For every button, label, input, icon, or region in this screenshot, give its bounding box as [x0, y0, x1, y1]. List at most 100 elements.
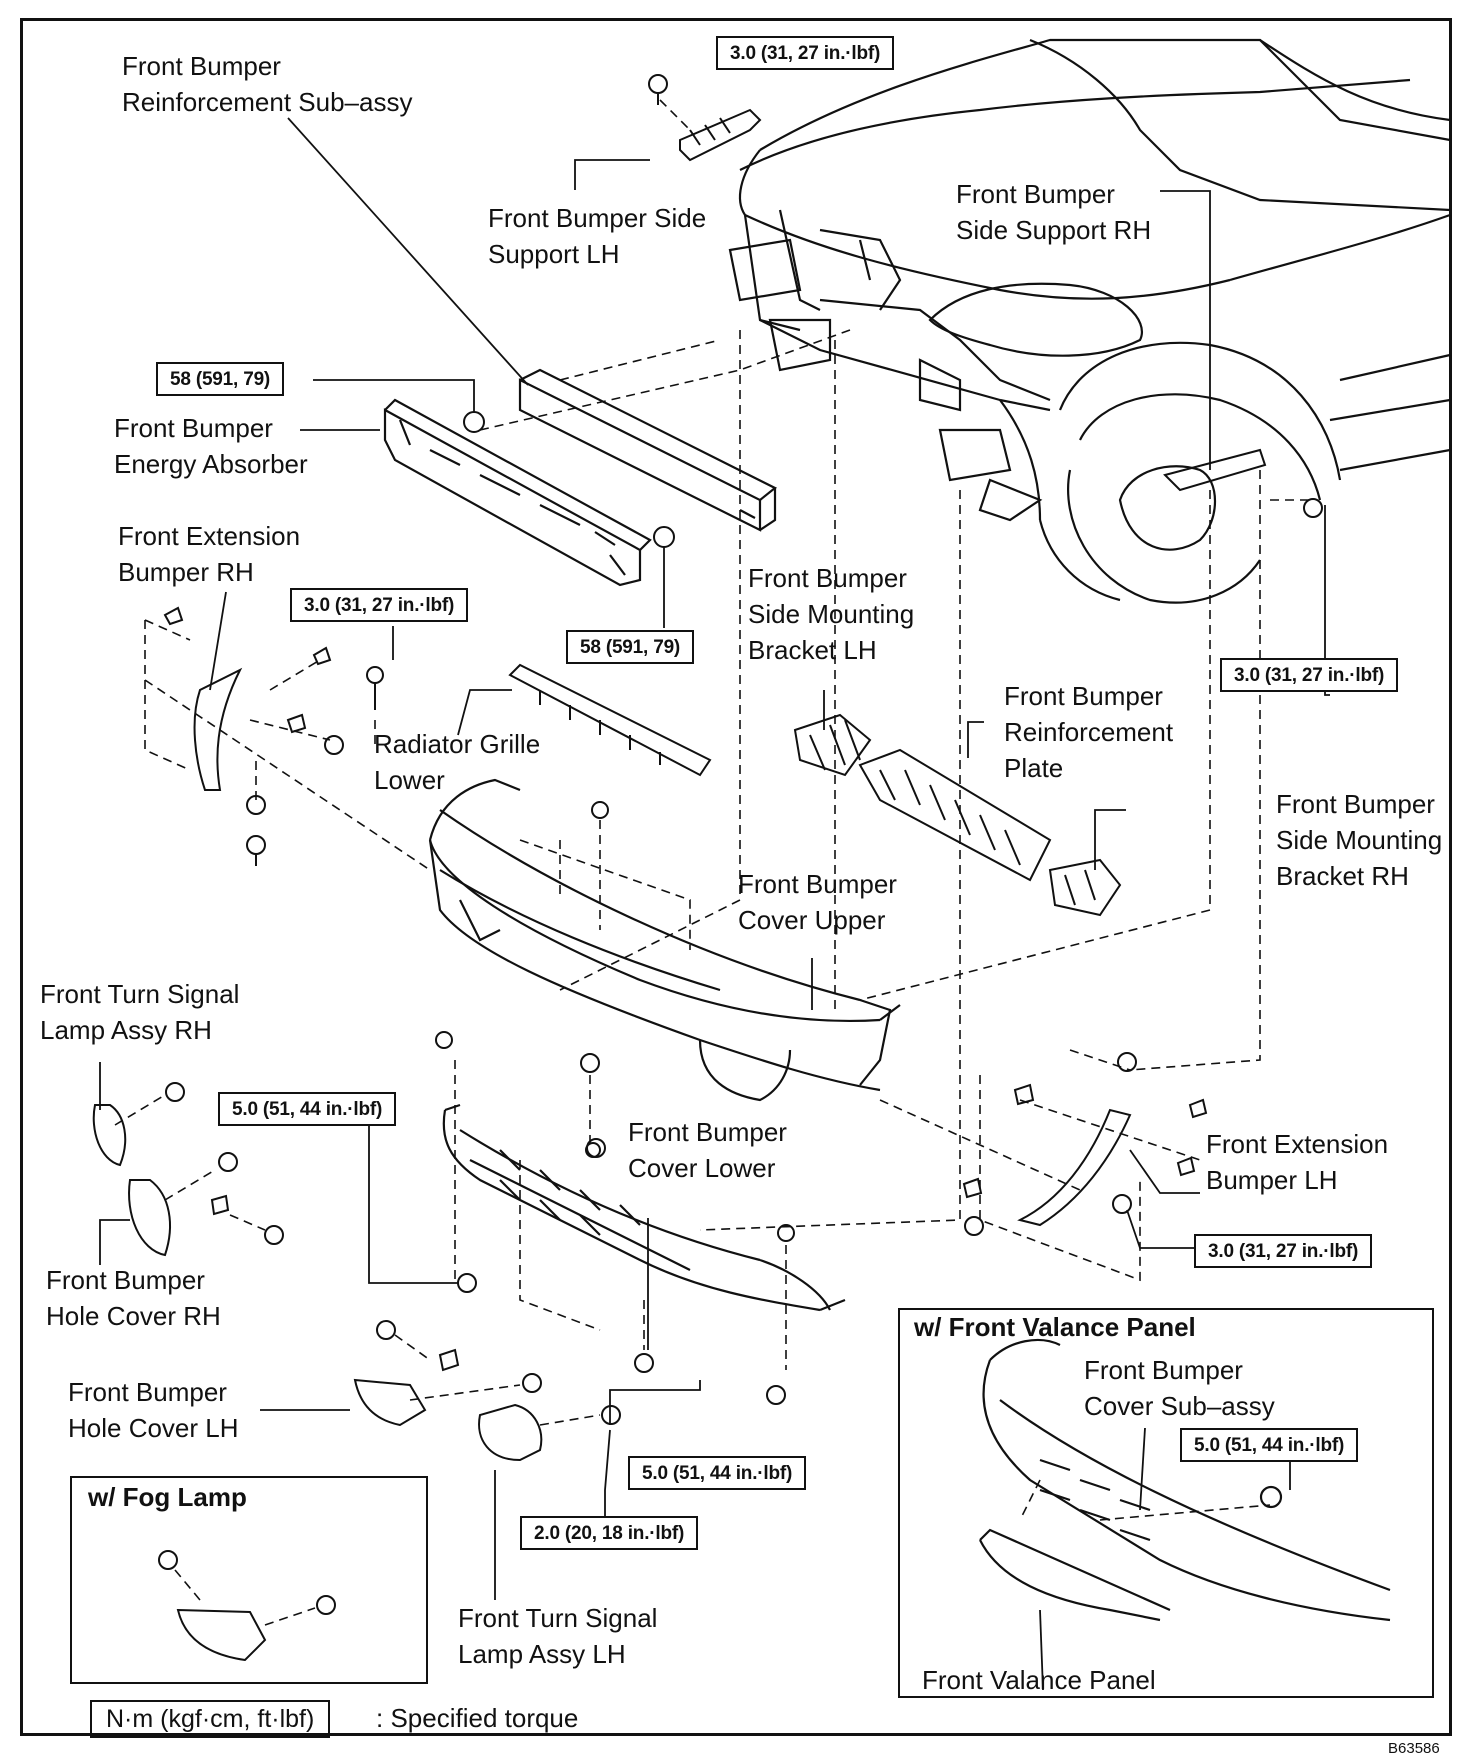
clip-lower-right	[777, 1224, 795, 1242]
label-line: Lamp Assy RH	[40, 1015, 212, 1045]
label-line: Front Bumper	[68, 1377, 227, 1407]
label-line: Front Extension	[118, 521, 301, 551]
side-support-rh-part	[1163, 448, 1267, 492]
label-line: Side Mounting	[748, 599, 915, 629]
torque-legend-unit: N·m (kgf·cm, ft·lbf)	[90, 1700, 331, 1738]
label-extension-rh: Front Extension Bumper RH	[118, 518, 300, 590]
valance-inset-title: w/ Front Valance Panel	[914, 1312, 1196, 1342]
label-radiator-grille-lower: Radiator Grille Lower	[374, 726, 540, 798]
bumper-cover-upper-part	[428, 778, 901, 1102]
fog-lamp-inset-title: w/ Fog Lamp	[88, 1482, 247, 1512]
side-mounting-bracket-lh-part	[793, 713, 872, 777]
label-hole-cover-rh: Front Bumper Hole Cover RH	[46, 1262, 221, 1334]
torque-extension-rh: 3.0 (31, 27 in.·lbf)	[290, 588, 469, 622]
torque-valance: 5.0 (51, 44 in.·lbf)	[1180, 1428, 1359, 1462]
label-line: Front Bumper	[748, 563, 907, 593]
label-line: Side Support RH	[956, 215, 1152, 245]
label-line: Lower	[374, 765, 445, 795]
bolt-side-support-rh	[1303, 498, 1323, 518]
nut-58-lower	[653, 526, 675, 548]
label-side-support-lh: Front Bumper Side Support LH	[488, 200, 706, 272]
label-turn-signal-rh: Front Turn Signal Lamp Assy RH	[40, 976, 239, 1048]
torque-turn-signal: 2.0 (20, 18 in.·lbf)	[520, 1516, 699, 1550]
torque-cover-lower-bottom: 5.0 (51, 44 in.·lbf)	[628, 1456, 807, 1490]
hole-cover-lh-part	[353, 1320, 542, 1427]
label-extension-lh: Front Extension Bumper LH	[1206, 1126, 1388, 1198]
label-turn-signal-lh: Front Turn Signal Lamp Assy LH	[458, 1600, 657, 1672]
label-line: Energy Absorber	[114, 449, 308, 479]
label-line: Radiator Grille	[374, 729, 541, 759]
label-line: Front Extension	[1206, 1129, 1389, 1159]
vehicle-front-body	[728, 38, 1451, 604]
label-side-mount-bracket-rh: Front Bumper Side Mounting Bracket RH	[1276, 786, 1442, 894]
torque-side-support-rh: 3.0 (31, 27 in.·lbf)	[1220, 658, 1399, 692]
label-line: Lamp Assy LH	[458, 1639, 626, 1669]
leader-lines	[99, 117, 1330, 1691]
reinforcement-beam-part	[518, 368, 778, 532]
label-line: Cover Lower	[628, 1153, 776, 1183]
fog-lamp-inset	[70, 1476, 428, 1684]
label-reinforcement-sub-assy: Front Bumper Reinforcement Sub–assy	[122, 48, 412, 120]
reinforcement-plate-part	[858, 748, 1052, 882]
energy-absorber-part	[383, 398, 652, 587]
label-line: Side Mounting	[1276, 825, 1443, 855]
valance-inset	[898, 1308, 1434, 1698]
label-line: Front Bumper	[122, 51, 281, 81]
label-hole-cover-lh: Front Bumper Hole Cover LH	[68, 1374, 239, 1446]
clip-upper	[591, 801, 609, 819]
turn-signal-rh-part	[92, 1082, 185, 1167]
turn-signal-lh-part	[478, 1403, 621, 1462]
nut-cover-lower	[585, 1142, 601, 1158]
front-extension-lh-part	[962, 1052, 1208, 1236]
torque-top: 3.0 (31, 27 in.·lbf)	[716, 36, 895, 70]
torque-legend-meaning: : Specified torque	[376, 1703, 579, 1733]
label-line: Hole Cover LH	[68, 1413, 239, 1443]
clip-left	[435, 1031, 453, 1049]
bolt-cover-lower-top	[580, 1053, 600, 1073]
label-line: Cover Upper	[738, 905, 886, 935]
label-line: Bracket RH	[1276, 861, 1409, 891]
torque-absorber-nut: 58 (591, 79)	[156, 362, 285, 396]
label-line: Front Bumper	[114, 413, 273, 443]
label-line: Bracket LH	[748, 635, 877, 665]
label-line: Front Bumper	[738, 869, 897, 899]
torque-absorber-nut-2: 58 (591, 79)	[566, 630, 695, 664]
assembly-dashed-lines	[114, 99, 1310, 1626]
label-line: Front Bumper	[1276, 789, 1435, 819]
radiator-grille-lower-part	[508, 663, 712, 777]
label-cover-sub-assy: Front Bumper Cover Sub–assy	[1084, 1352, 1275, 1424]
torque-cover-lower-left: 5.0 (51, 44 in.·lbf)	[218, 1092, 397, 1126]
fog-lamp-part	[158, 1550, 336, 1662]
label-cover-upper: Front Bumper Cover Upper	[738, 866, 897, 938]
label-line: Front Bumper	[46, 1265, 205, 1295]
hole-cover-rh-part	[128, 1152, 284, 1257]
label-energy-absorber: Front Bumper Energy Absorber	[114, 410, 308, 482]
label-line: Front Turn Signal	[458, 1603, 658, 1633]
bolt-lower-bottom	[634, 1353, 654, 1373]
label-cover-lower: Front Bumper Cover Lower	[628, 1114, 787, 1186]
side-support-lh-part	[648, 74, 762, 162]
label-valance-panel: Front Valance Panel	[922, 1665, 1156, 1695]
label-line: Front Bumper	[956, 179, 1115, 209]
side-mounting-bracket-rh-part	[1048, 858, 1122, 917]
label-line: Reinforcement Sub–assy	[122, 87, 413, 117]
label-line: Plate	[1004, 753, 1064, 783]
torque-extension-lh: 3.0 (31, 27 in.·lbf)	[1194, 1234, 1373, 1268]
label-line: Front Bumper	[628, 1117, 787, 1147]
label-line: Support LH	[488, 239, 620, 269]
label-line: Bumper LH	[1206, 1165, 1338, 1195]
label-line: Cover Sub–assy	[1084, 1391, 1275, 1421]
label-line: Bumper RH	[118, 557, 254, 587]
diagram-frame	[20, 18, 1452, 1736]
bolt-lower-right	[766, 1385, 786, 1405]
valance-bumper-part	[979, 1338, 1391, 1622]
label-reinforcement-plate: Front Bumper Reinforcement Plate	[1004, 678, 1173, 786]
label-side-mount-bracket-lh: Front Bumper Side Mounting Bracket LH	[748, 560, 914, 668]
label-side-support-rh: Front Bumper Side Support RH	[956, 176, 1151, 248]
bumper-cover-lower-part	[442, 1103, 846, 1312]
label-line: Hole Cover RH	[46, 1301, 221, 1331]
label-line: Front Bumper	[1084, 1355, 1243, 1385]
bolt-lower-left	[457, 1273, 477, 1293]
figure-code: B63586	[1388, 1740, 1440, 1757]
